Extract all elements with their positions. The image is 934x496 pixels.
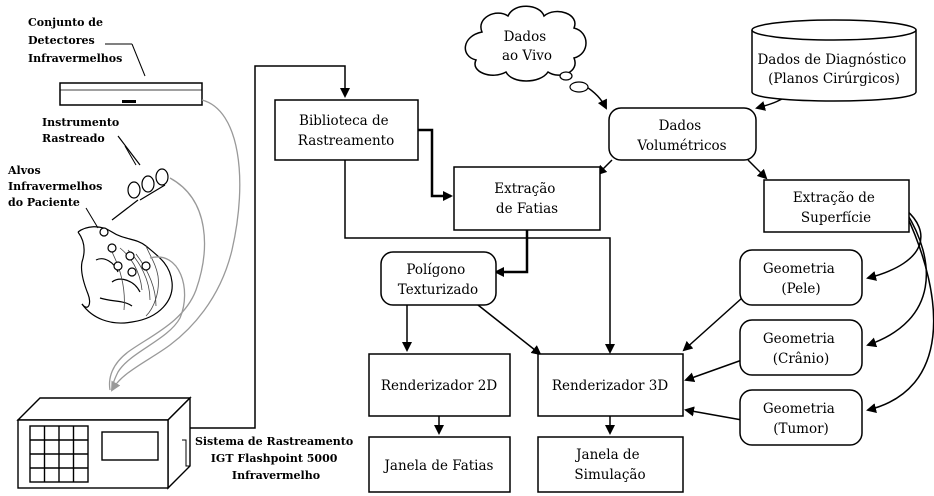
node-simulation-window: Janela de Simulação bbox=[537, 436, 684, 493]
node-volumetric-data: Dados Volumétricos bbox=[608, 107, 757, 161]
label-patient-targets: Alvos Infravermelhos do Paciente bbox=[7, 164, 106, 209]
svg-text:Dados ao Vivo: Dados ao Vivo bbox=[502, 29, 552, 64]
label-instrument: Instrumento Rastreado bbox=[42, 116, 123, 145]
node-renderer-2d: Renderizador 2D bbox=[368, 353, 511, 417]
svg-text:Renderizador 2D: Renderizador 2D bbox=[381, 378, 498, 394]
svg-text:Polígono Texturizado: Polígono Texturizado bbox=[398, 262, 478, 298]
device-label-pointer bbox=[182, 439, 190, 467]
svg-text:Biblioteca de Rastreamen: Biblioteca de Rastreamento bbox=[298, 113, 394, 149]
svg-text:Extração de Superfície: Extração de Superfície bbox=[793, 190, 879, 226]
label-detectors: Conjunto de Detectores Infravermelhos bbox=[28, 16, 122, 65]
patient-head-illustration bbox=[77, 226, 173, 324]
node-geometry-skin: Geometria (Pele) bbox=[739, 249, 863, 306]
node-tracking-library: Biblioteca de Rastreamento bbox=[274, 99, 419, 161]
signal-cables bbox=[108, 99, 241, 392]
node-textured-polygon: Polígono Texturizado bbox=[380, 251, 497, 306]
tracked-instrument-illustration bbox=[111, 135, 169, 221]
svg-text:Geometria (Pele): Geometria (Pele) bbox=[763, 261, 839, 297]
node-live-data: Dados ao Vivo bbox=[464, 5, 589, 93]
svg-text:Dados de Diagnóstico (Pl: Dados de Diagnóstico (Planos Cirúrgicos) bbox=[757, 52, 910, 87]
instrument-pointer bbox=[124, 145, 137, 166]
node-surface-extraction: Extração de Superfície bbox=[763, 179, 910, 233]
node-diagnostic-data: Dados de Diagnóstico (Planos Cirúrgicos) bbox=[751, 19, 917, 102]
label-tracking-system: Sistema de Rastreamento IGT Flashpoint 5… bbox=[195, 435, 357, 482]
node-geometry-skull: Geometria (Crânio) bbox=[739, 319, 863, 376]
node-slice-window: Janela de Fatias bbox=[368, 436, 511, 493]
svg-text:Janela de Fatias: Janela de Fatias bbox=[383, 458, 494, 474]
svg-text:Renderizador 3D: Renderizador 3D bbox=[552, 378, 669, 394]
node-renderer-3d: Renderizador 3D bbox=[537, 353, 684, 417]
detector-bar-illustration bbox=[59, 43, 203, 106]
svg-text:Janela de Simulação: Janela de Simulação bbox=[574, 447, 645, 483]
svg-text:Geometria (Tumor): Geometria (Tumor) bbox=[763, 401, 839, 437]
svg-text:Extração de Fatias: Extração de Fatias bbox=[494, 181, 559, 217]
targets-pointer bbox=[85, 207, 99, 229]
connectors bbox=[190, 65, 934, 435]
svg-text:Geometria (Crânio): Geometria (Crânio) bbox=[763, 331, 839, 367]
node-slice-extraction: Extração de Fatias bbox=[453, 166, 601, 231]
svg-text:Dados Volumétricos: Dados Volumétricos bbox=[636, 118, 726, 154]
node-geometry-tumor: Geometria (Tumor) bbox=[739, 389, 863, 446]
tracking-system-device bbox=[16, 396, 192, 490]
